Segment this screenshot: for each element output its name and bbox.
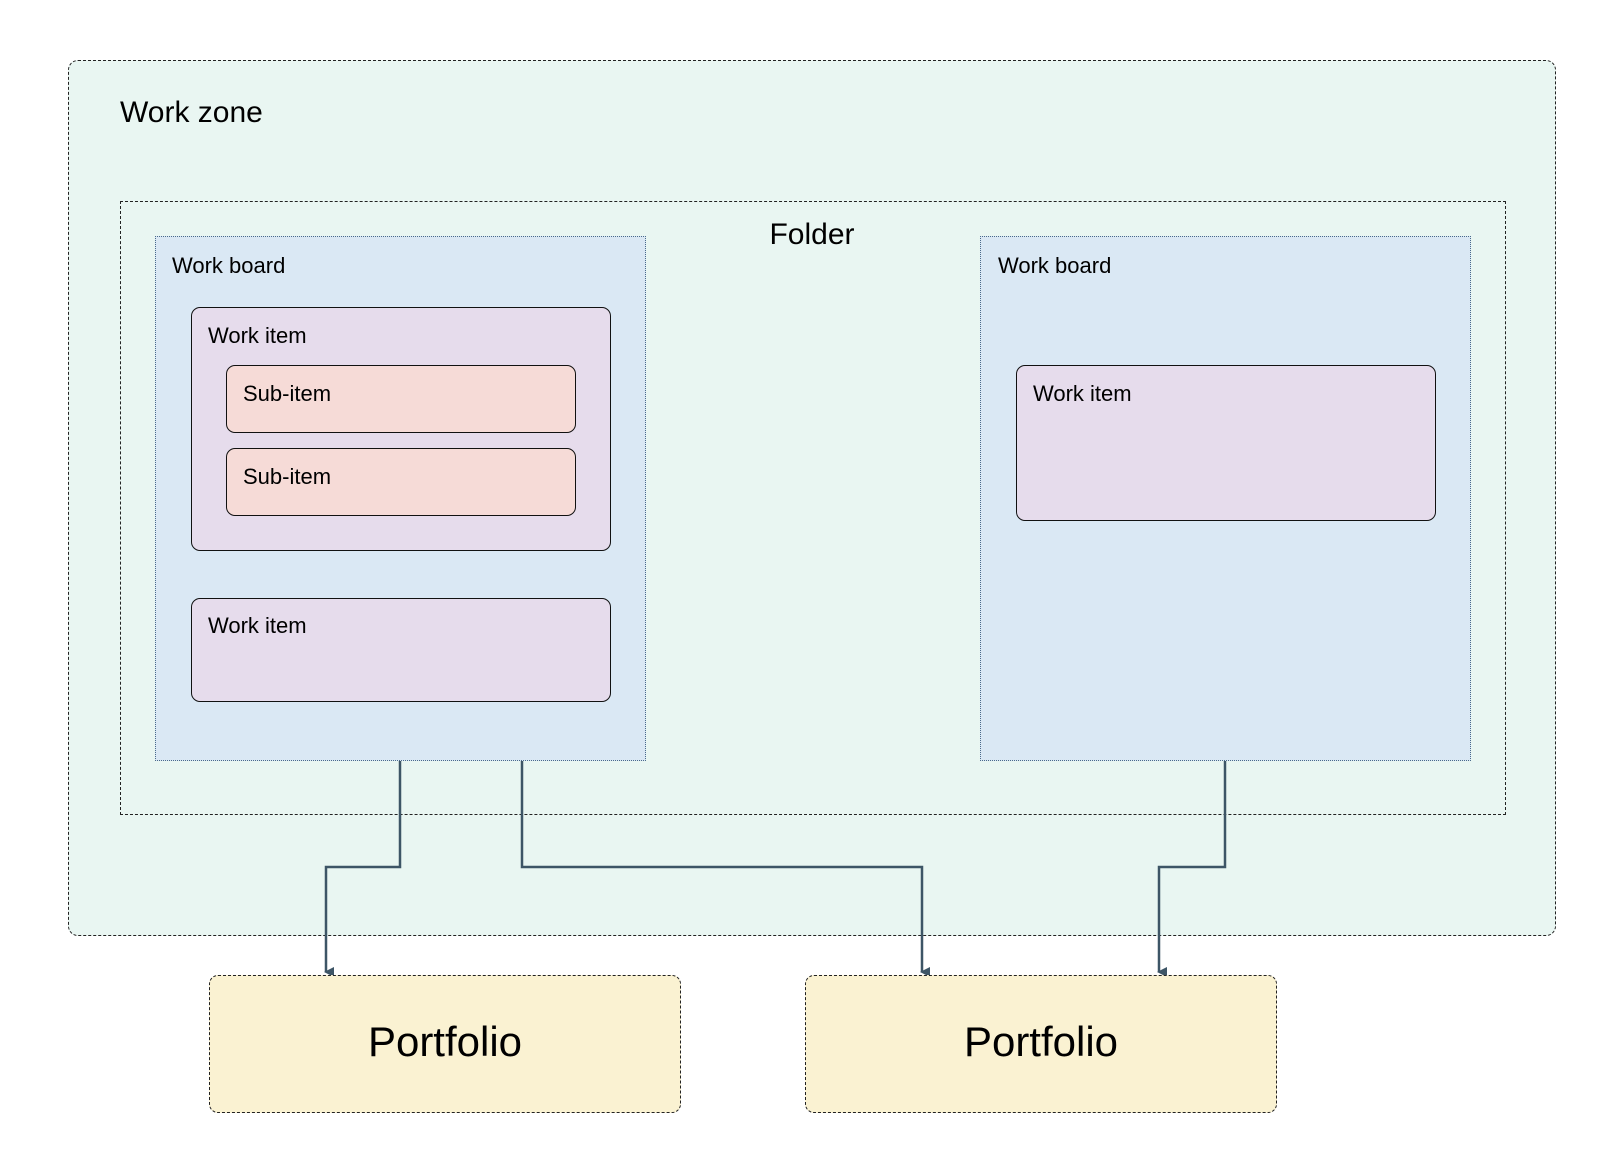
connector-board-left-to-portfolio-1 [324, 761, 402, 977]
work-item-right [1016, 365, 1436, 521]
work-item-label: Work item [208, 323, 307, 348]
sub-item-1-label: Sub-item [243, 381, 332, 406]
work-board-left-label: Work board [172, 253, 286, 278]
connector-board-left-to-portfolio-2 [520, 761, 930, 977]
work-item-right-label: Work item [1033, 381, 1132, 406]
portfolio-2 [805, 975, 1277, 1113]
folder-container [120, 201, 1506, 815]
work-board-right-label: Work board [998, 253, 1112, 278]
sub-item-2 [226, 448, 576, 516]
sub-item-2-label: Sub-item [243, 464, 332, 489]
folder-label: Folder [769, 218, 855, 251]
work-item-second [191, 598, 611, 702]
work-zone-label: Work zone [120, 96, 263, 129]
portfolio-1-label: Portfolio [367, 1018, 523, 1065]
connector-board-right-to-portfolio-2 [1157, 761, 1227, 977]
work-item-second-label: Work item [208, 613, 307, 638]
portfolio-1 [209, 975, 681, 1113]
sub-item-1 [226, 365, 576, 433]
portfolio-2-label: Portfolio [963, 1018, 1119, 1065]
